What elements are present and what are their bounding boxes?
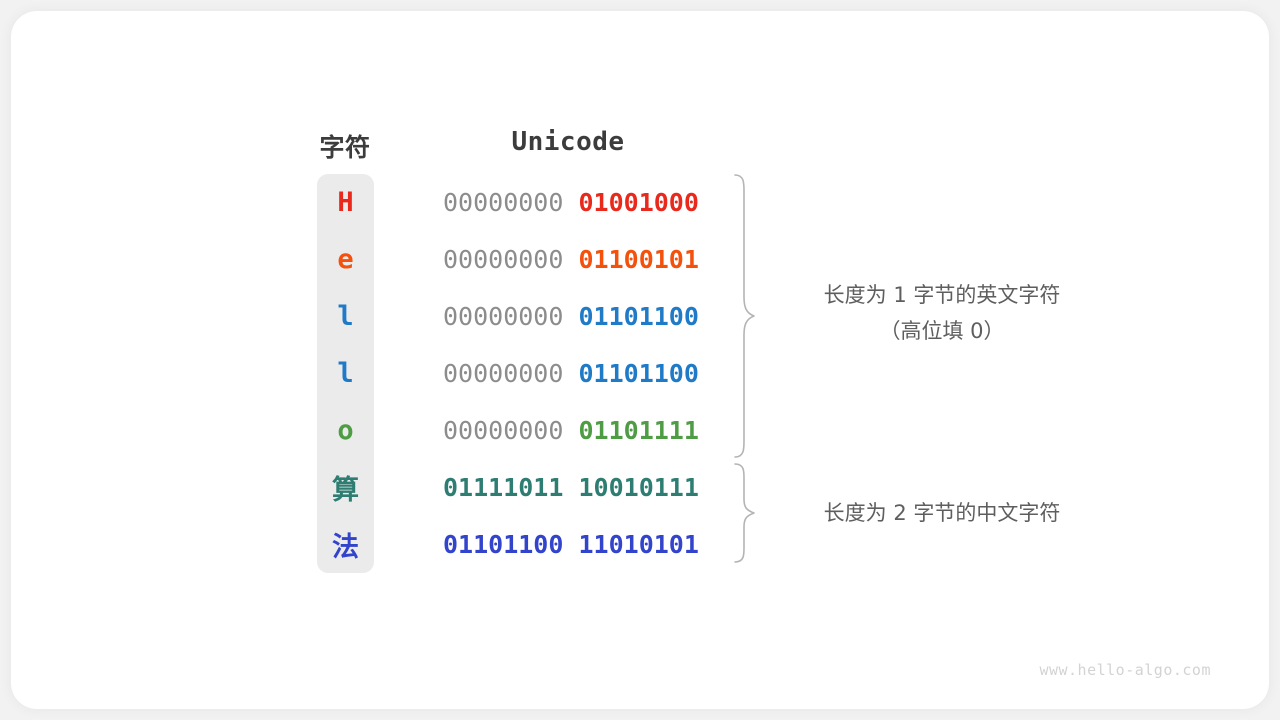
character-cell: H	[337, 187, 354, 218]
unicode-bits-cell: 01111011 10010111	[443, 459, 699, 516]
unicode-bits-cell: 00000000 01101100	[443, 345, 699, 402]
character-cell: l	[337, 301, 354, 332]
encoding-row: 算 01111011 10010111	[11, 459, 1269, 516]
byte-separator	[563, 302, 578, 331]
column-header-unicode: Unicode	[511, 127, 625, 157]
unicode-low-byte: 01101111	[578, 416, 699, 445]
unicode-low-byte: 01001000	[578, 188, 699, 217]
unicode-low-byte: 01100101	[578, 245, 699, 274]
annotation-english-line2: （高位填 0）	[879, 319, 1005, 343]
character-cell: o	[337, 415, 354, 446]
unicode-high-byte: 00000000	[443, 359, 564, 388]
encoding-row: H 00000000 01001000	[11, 174, 1269, 231]
unicode-bits-cell: 00000000 01101111	[443, 402, 699, 459]
character-column-background	[317, 174, 374, 573]
character-cell: l	[337, 358, 354, 389]
unicode-high-byte: 01111011	[443, 473, 564, 502]
byte-separator	[563, 473, 578, 502]
unicode-bits-cell: 00000000 01101100	[443, 288, 699, 345]
figure-card: 字符 Unicode H 00000000 01001000 e 00000000 0…	[11, 11, 1269, 709]
byte-separator	[563, 245, 578, 274]
encoding-row: l 00000000 01101100	[11, 288, 1269, 345]
byte-separator	[563, 359, 578, 388]
watermark: www.hello-algo.com	[1039, 661, 1211, 679]
unicode-high-byte: 01101100	[443, 530, 564, 559]
encoding-row: e 00000000 01100101	[11, 231, 1269, 288]
byte-separator	[563, 530, 578, 559]
unicode-low-byte: 10010111	[578, 473, 699, 502]
unicode-high-byte: 00000000	[443, 188, 564, 217]
unicode-high-byte: 00000000	[443, 302, 564, 331]
byte-separator	[563, 416, 578, 445]
unicode-bits-cell: 00000000 01001000	[443, 174, 699, 231]
encoding-row: 法 01101100 11010101	[11, 516, 1269, 573]
annotation-english-line1: 长度为 1 字节的英文字符	[823, 283, 1061, 307]
unicode-bits-cell: 00000000 01100101	[443, 231, 699, 288]
annotation-english: 长度为 1 字节的英文字符 （高位填 0）	[797, 277, 1087, 349]
character-cell: e	[337, 244, 354, 275]
column-header-character: 字符	[319, 133, 371, 162]
unicode-high-byte: 00000000	[443, 245, 564, 274]
unicode-low-byte: 01101100	[578, 359, 699, 388]
unicode-high-byte: 00000000	[443, 416, 564, 445]
character-cell: 算	[332, 475, 359, 506]
encoding-row: o 00000000 01101111	[11, 402, 1269, 459]
unicode-bits-cell: 01101100 11010101	[443, 516, 699, 573]
character-cell: 法	[332, 532, 359, 563]
annotation-chinese-line1: 长度为 2 字节的中文字符	[823, 501, 1061, 525]
unicode-low-byte: 01101100	[578, 302, 699, 331]
annotation-chinese: 长度为 2 字节的中文字符	[797, 495, 1087, 531]
unicode-low-byte: 11010101	[578, 530, 699, 559]
byte-separator	[563, 188, 578, 217]
encoding-row: l 00000000 01101100	[11, 345, 1269, 402]
